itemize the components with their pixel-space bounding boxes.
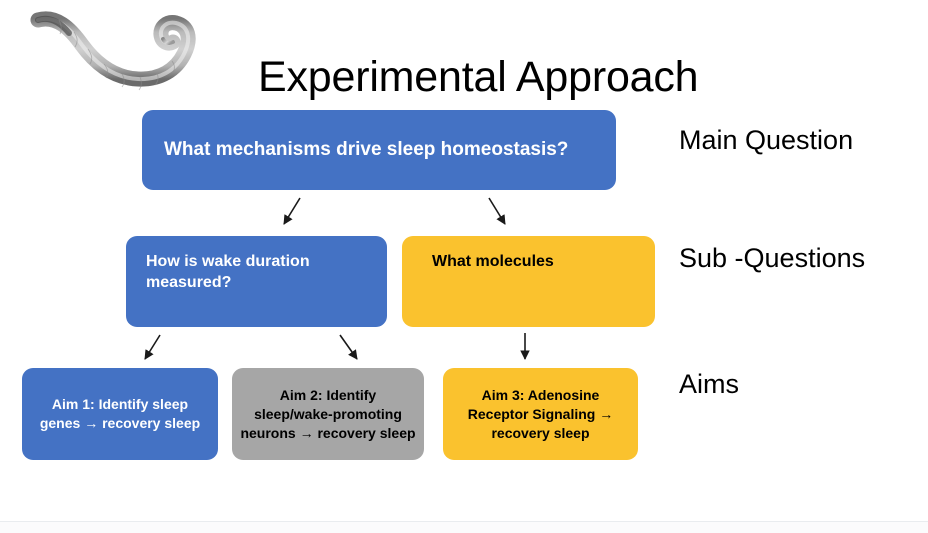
slide-bottom-strip bbox=[0, 522, 928, 533]
slide-bottom-divider bbox=[0, 521, 928, 522]
main-question-box[interactable]: What mechanisms drive sleep homeostasis? bbox=[142, 110, 616, 190]
tier-label-aims: Aims bbox=[679, 369, 739, 399]
sub-question-label-2: What molecules bbox=[432, 253, 554, 270]
sub-question-box-1[interactable]: How is wake duration measured? bbox=[126, 236, 387, 327]
aim-box-3[interactable]: Aim 3: Adenosine Receptor Signaling → re… bbox=[443, 368, 638, 460]
tier-label-sub-questions: Sub -Questions bbox=[679, 243, 866, 273]
sub-question-label-1: How is wake duration measured? bbox=[146, 253, 310, 291]
aim-label-1: Aim 1: Identify sleep genes → recovery s… bbox=[39, 396, 201, 431]
arrow-main-to-sub-2 bbox=[488, 197, 506, 225]
tier-label-main-question: Main Question bbox=[679, 125, 854, 155]
main-question-label: What mechanisms drive sleep homeostasis? bbox=[164, 139, 569, 160]
sub-question-box-2[interactable]: What molecules bbox=[402, 236, 655, 327]
arrow-sub-1-to-aim-1 bbox=[144, 334, 161, 360]
aim-box-1[interactable]: Aim 1: Identify sleep genes → recovery s… bbox=[22, 368, 218, 460]
aim-label-2: Aim 2: Identify sleep/wake-promoting neu… bbox=[240, 386, 416, 441]
arrow-main-to-sub-1 bbox=[283, 197, 301, 225]
aim-box-2[interactable]: Aim 2: Identify sleep/wake-promoting neu… bbox=[232, 368, 424, 460]
c-elegans-worm-image bbox=[26, 6, 274, 106]
aim-label-3: Aim 3: Adenosine Receptor Signaling → re… bbox=[467, 386, 614, 441]
page-title: Experimental Approach bbox=[258, 53, 699, 101]
arrow-sub-1-to-aim-2 bbox=[339, 334, 358, 360]
